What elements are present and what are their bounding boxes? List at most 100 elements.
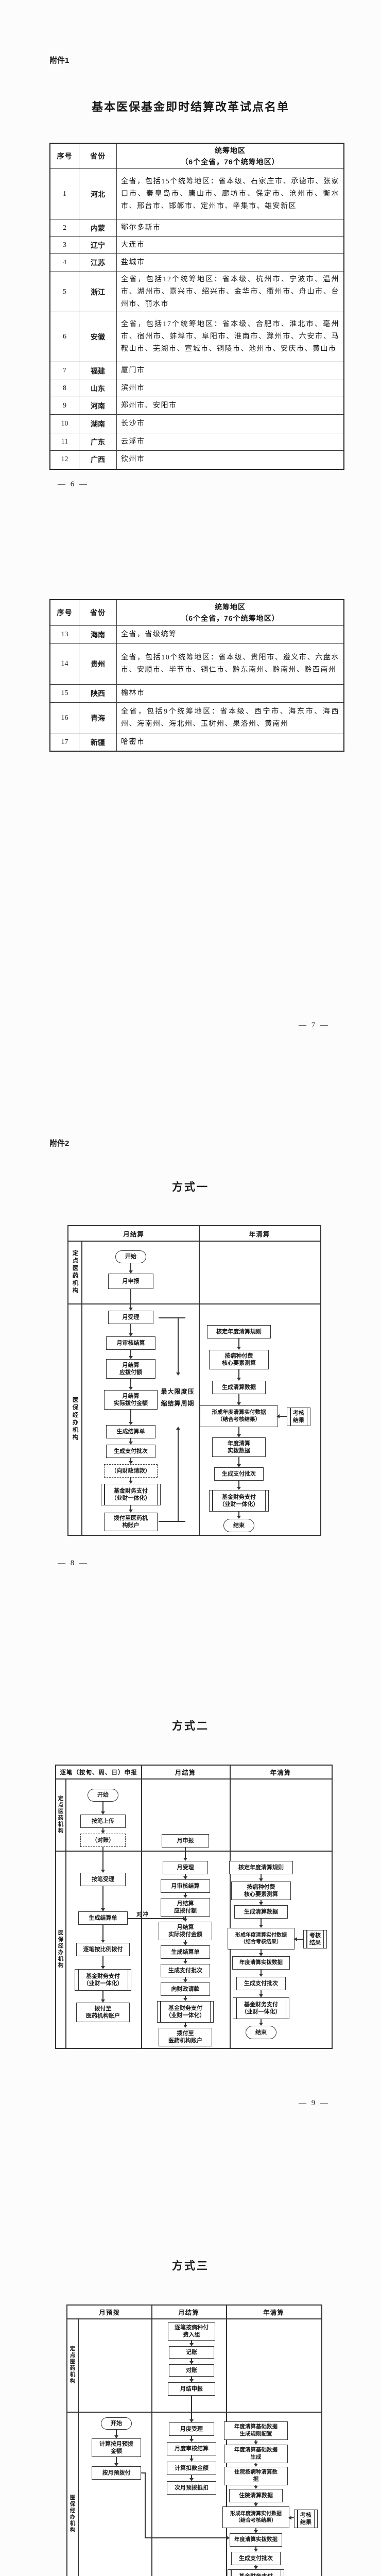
no-cell: 15 xyxy=(49,684,79,703)
flow-node: 年度清算基础数据 生成规则配置 xyxy=(224,2421,288,2440)
lane-label-divider xyxy=(78,2318,79,2576)
arrow-down xyxy=(254,2547,257,2552)
assessment-result-node: 考核 结果 xyxy=(294,2510,318,2528)
flow-node: 生成支付批次 xyxy=(214,1467,264,1481)
page-number-8: — 8 — xyxy=(58,1559,89,1567)
annotation-arrow-down xyxy=(176,1317,180,1376)
flow-node-predefined: 基金财务支付 （业财一体化） xyxy=(75,1969,131,1991)
flow-node-predefined: 基金财务支付 （业财一体化） xyxy=(233,1997,289,2019)
method3-col-header-prepay: 月预拨 xyxy=(99,2309,120,2316)
no-cell: 17 xyxy=(49,733,79,752)
lane-label-medical-institution: 定点医药机构 xyxy=(72,1249,78,1295)
arrow-down xyxy=(254,2502,257,2506)
attachment-2-label: 附件2 xyxy=(49,1139,70,1148)
province-cell: 辽宁 xyxy=(79,236,117,254)
offset-label: 对冲 xyxy=(136,1911,149,1918)
arrow-down xyxy=(129,1410,132,1425)
offset-arrow-right xyxy=(128,1917,186,1920)
flow-node: 年度清算实拨数据 xyxy=(230,2533,282,2547)
annotation-tick-bottom xyxy=(159,1521,185,1522)
header-divider xyxy=(67,2318,321,2319)
province-cell: 广东 xyxy=(79,433,117,451)
province-cell: 贵州 xyxy=(79,643,117,685)
header-region-line1: 统筹地区 xyxy=(215,603,246,612)
connector-line xyxy=(141,2472,145,2473)
no-cell: 2 xyxy=(49,219,79,237)
arrow-down xyxy=(237,1512,240,1519)
arrow-down xyxy=(129,1350,132,1359)
arrow-down xyxy=(259,2019,263,2026)
lane-label-insurance-agency: 医保经办机构 xyxy=(69,2494,76,2533)
flow-node: 计算扣款金额 xyxy=(167,2462,216,2475)
province-cell: 青海 xyxy=(79,702,117,734)
no-cell: 8 xyxy=(49,380,79,397)
region-cell: 大连市 xyxy=(116,236,344,254)
flow-node: 生成清算数据 xyxy=(234,1905,288,1919)
arrow-down xyxy=(259,1874,263,1882)
header-no: 序号 xyxy=(49,143,79,169)
flow-node-predefined: 基金财务支付 （业财一体化） xyxy=(228,2569,284,2576)
header-region-line1: 统筹地区 xyxy=(215,146,246,155)
flow-node: 月结算 应拨付额 xyxy=(106,1359,155,1379)
flow-node: 月度审核结算 xyxy=(167,2442,216,2455)
province-cell: 安徽 xyxy=(79,312,117,362)
flow-node: 生成结算单 xyxy=(106,1425,155,1438)
arrow-down xyxy=(129,1324,132,1336)
region-cell: 全省，包括15个统筹地区：省本级、石家庄市、承德市、张家口市、秦皇岛市、唐山市、… xyxy=(116,168,344,219)
arrow-down xyxy=(114,2430,118,2438)
region-cell: 滨州市 xyxy=(116,380,344,397)
arrow-down xyxy=(237,1394,240,1405)
no-cell: 13 xyxy=(49,625,79,644)
flow-node: 按月预拨付 xyxy=(92,2466,141,2480)
arrow-down xyxy=(254,2565,257,2569)
column-divider xyxy=(230,1766,231,2048)
arrow-down xyxy=(129,1289,132,1311)
annotation-tick-top xyxy=(159,1317,185,1318)
province-cell: 河北 xyxy=(79,168,117,219)
arrow-down xyxy=(259,1900,263,1905)
column-divider xyxy=(226,2306,227,2576)
flow-node: 月受理 xyxy=(108,1311,153,1324)
method2-col-header-peritem: 逐笔（按旬、周、日）申报 xyxy=(60,1769,137,1776)
header-divider xyxy=(68,1241,320,1242)
arrow-down xyxy=(189,2436,193,2442)
flow-node: 生成支付批次 xyxy=(231,2552,281,2565)
region-cell: 厦门市 xyxy=(116,362,344,380)
flow-node: 生成结算单 xyxy=(161,1945,210,1959)
arrow-down xyxy=(101,1991,105,2003)
header-divider xyxy=(56,1778,332,1780)
flow-node: 年度清算实拨数据 xyxy=(232,1956,290,1970)
start-node: 开始 xyxy=(115,1250,146,1263)
column-divider xyxy=(141,1766,142,2048)
flow-node-predefined: 基金财务支付 （业财一体化） xyxy=(101,1484,161,1505)
column-divider xyxy=(199,1226,200,1535)
flow-node: 按病种付费 核心要素测算 xyxy=(231,1882,291,1900)
no-cell: 6 xyxy=(49,312,79,362)
flow-node: 逐笔按病种付 费入组 xyxy=(168,2322,215,2341)
method1-chart: 月结算 年清算 定点医药机构 医保经办机构 开始 月申报 月受理 月审核结算 月… xyxy=(67,1225,321,1536)
region-cell: 长沙市 xyxy=(116,414,344,433)
flow-node: 月度受理 xyxy=(169,2422,214,2436)
no-cell: 10 xyxy=(49,414,79,433)
header-region-line2: （6个全省，76个统筹地区） xyxy=(181,614,280,623)
arrow-down xyxy=(237,1338,240,1350)
header-region: 统筹地区 （6个全省，76个统筹地区） xyxy=(116,143,344,169)
no-cell: 9 xyxy=(49,397,79,415)
flow-node-optional: （向财政请款） xyxy=(104,1464,158,1478)
province-cell: 海南 xyxy=(79,625,117,644)
method3-col-header-monthly: 月结算 xyxy=(178,2309,199,2316)
region-cell: 全省，包括12个统筹地区：省本级、杭州市、宁波市、温州市、湖州市、嘉兴市、绍兴市… xyxy=(116,272,344,312)
arrow-down xyxy=(254,2440,257,2445)
assessment-result-node: 考核 结果 xyxy=(303,1930,327,1948)
flow-node: 记账 xyxy=(169,2346,214,2359)
no-cell: 3 xyxy=(49,236,79,254)
arrow-down xyxy=(129,1478,132,1484)
region-cell: 鄂尔多斯市 xyxy=(116,219,344,237)
flow-node: 按笔上传 xyxy=(80,1815,126,1828)
